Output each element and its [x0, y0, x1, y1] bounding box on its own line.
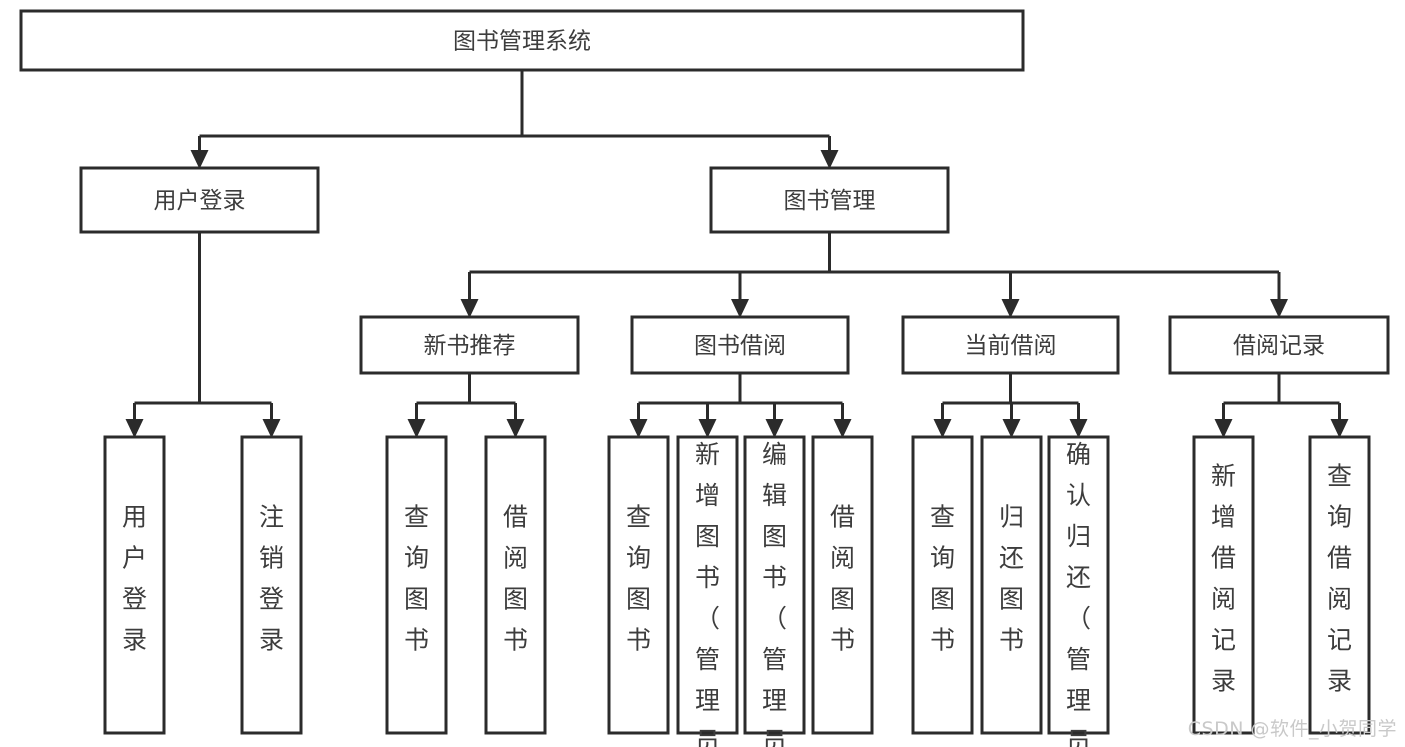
leaf-query-record[interactable]: 查询借阅记录	[1308, 435, 1371, 735]
arrow-head-icon	[833, 419, 852, 438]
arrow-head-icon	[1001, 299, 1020, 318]
leaf-label: 确认归还（管理员）	[1066, 440, 1091, 747]
arrow-head-icon	[1214, 419, 1233, 438]
leaf-borrow-book-2[interactable]: 借阅图书	[811, 435, 874, 735]
arrow-head-icon	[262, 419, 281, 438]
node-label: 图书管理系统	[453, 29, 591, 55]
node-current_borrow[interactable]: 当前借阅	[901, 315, 1120, 375]
arrow-head-icon	[1069, 419, 1088, 438]
leaf-query-book-2[interactable]: 查询图书	[607, 435, 670, 735]
node-label: 借阅记录	[1233, 333, 1325, 359]
node-book_mgmt[interactable]: 图书管理	[709, 166, 950, 234]
arrow-head-icon	[1270, 299, 1288, 318]
arrow-head-icon	[820, 150, 839, 169]
leaf-label: 借阅图书	[503, 503, 528, 655]
node-label: 新书推荐	[424, 333, 516, 359]
leaf-label: 新增图书（管理员）	[695, 440, 720, 747]
arrow-head-icon	[125, 419, 144, 438]
leaf-label: 归还图书	[999, 503, 1024, 655]
leaf-return-book[interactable]: 归还图书	[980, 435, 1043, 735]
arrow-head-icon	[1002, 419, 1021, 438]
leaf-user-login[interactable]: 用户登录	[103, 435, 166, 735]
leaf-add-book[interactable]: 新增图书（管理员）	[676, 435, 739, 747]
leaf-label: 编辑图书（管理员）	[762, 440, 787, 747]
leaf-add-record[interactable]: 新增借阅记录	[1192, 435, 1255, 735]
leaf-label: 新增借阅记录	[1211, 462, 1236, 696]
node-root[interactable]: 图书管理系统	[19, 9, 1025, 72]
arrow-head-icon	[190, 150, 209, 169]
leaf-query-book-3[interactable]: 查询图书	[911, 435, 974, 735]
leaf-label: 用户登录	[122, 503, 147, 655]
node-book_borrow[interactable]: 图书借阅	[630, 315, 850, 375]
leaf-label: 查询图书	[404, 503, 429, 655]
leaf-label: 借阅图书	[830, 503, 855, 655]
edge-layer	[125, 70, 1349, 438]
node-label: 用户登录	[154, 188, 246, 214]
arrow-head-icon	[407, 419, 426, 438]
arrow-head-icon	[506, 419, 525, 438]
leaf-label: 查询图书	[930, 503, 955, 655]
arrow-head-icon	[629, 419, 648, 438]
leaf-edit-book[interactable]: 编辑图书（管理员）	[743, 435, 806, 747]
node-label: 当前借阅	[965, 333, 1057, 359]
arrow-head-icon	[460, 299, 479, 318]
leaf-label: 查询借阅记录	[1327, 462, 1352, 696]
leaf-label: 查询图书	[626, 503, 651, 655]
leaf-borrow-book-1[interactable]: 借阅图书	[484, 435, 547, 735]
leaf-logout[interactable]: 注销登录	[240, 435, 303, 735]
arrow-head-icon	[933, 419, 952, 438]
leaf-query-book-1[interactable]: 查询图书	[385, 435, 448, 735]
node-label: 图书管理	[784, 188, 876, 214]
node-borrow_record[interactable]: 借阅记录	[1168, 315, 1390, 375]
node-layer: 图书管理系统用户登录图书管理新书推荐图书借阅当前借阅借阅记录用户登录注销登录查询…	[19, 9, 1390, 747]
arrow-head-icon	[1330, 419, 1349, 438]
node-user_login[interactable]: 用户登录	[79, 166, 320, 234]
arrow-head-icon	[731, 299, 749, 318]
arrow-head-icon	[698, 419, 717, 438]
leaf-confirm-return[interactable]: 确认归还（管理员）	[1047, 435, 1110, 747]
arrow-head-icon	[765, 419, 784, 438]
leaf-label: 注销登录	[259, 503, 284, 655]
node-new_book_rec[interactable]: 新书推荐	[359, 315, 580, 375]
node-label: 图书借阅	[694, 333, 786, 359]
